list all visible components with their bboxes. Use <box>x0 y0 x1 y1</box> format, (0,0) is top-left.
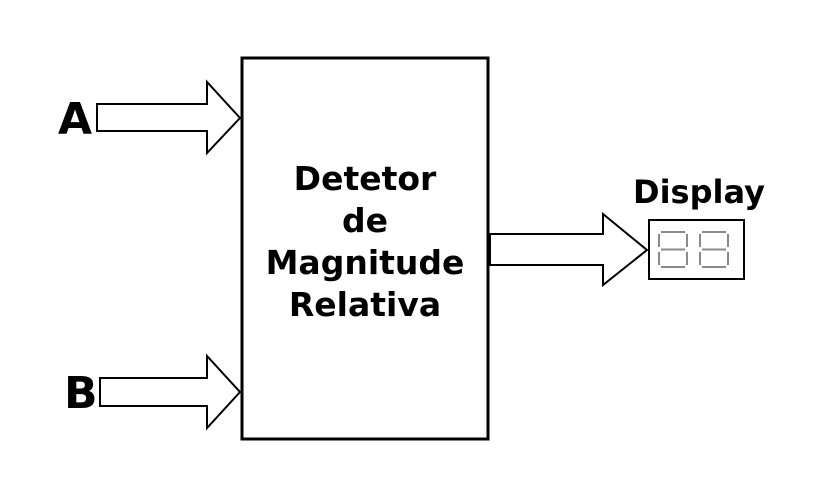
block-title-line-4: Relativa <box>288 285 442 324</box>
output-arrow <box>489 211 649 288</box>
input-label-a: A <box>58 94 93 145</box>
block-title: Detetor de Magnitude Relativa <box>242 158 488 326</box>
input-arrow-a <box>96 79 242 156</box>
display-title: Display <box>633 173 765 211</box>
magnitude-detector-block <box>240 56 490 441</box>
seven-segment-display <box>648 219 745 280</box>
block-title-line-2: de <box>341 201 388 240</box>
block-title-line-3: Magnitude <box>265 243 465 282</box>
input-arrow-b <box>99 353 242 431</box>
display-digit-1 <box>658 231 688 268</box>
display-digit-2 <box>699 231 729 268</box>
input-label-b: B <box>64 368 98 419</box>
block-title-line-1: Detetor <box>293 159 437 198</box>
